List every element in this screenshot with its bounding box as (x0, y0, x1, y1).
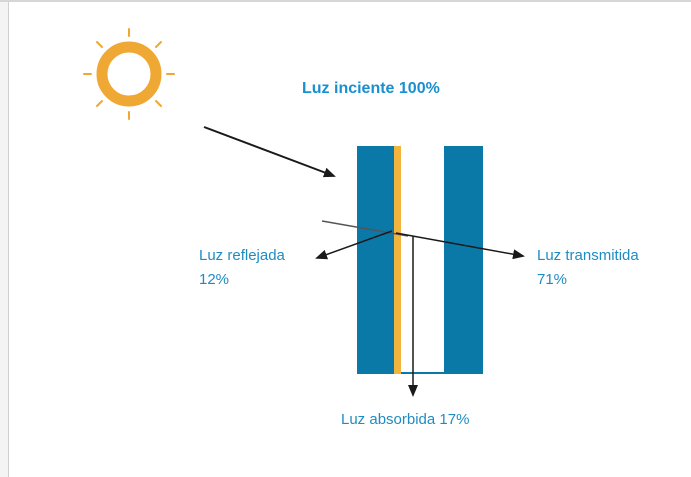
transmitted-light-percent: 71% (537, 271, 568, 288)
reflected-light-label: Luz reflejada (199, 247, 285, 264)
inner-glass-pane (444, 146, 483, 374)
top-divider (0, 0, 691, 2)
diagram-panel (9, 2, 691, 477)
reflected-light-percent: 12% (199, 271, 230, 288)
absorbed-path-outline (399, 372, 444, 374)
sun-icon (83, 28, 175, 120)
side-divider (8, 2, 9, 477)
transmitted-light-label: Luz transmitida (537, 247, 639, 264)
reflected-arrow (315, 230, 393, 260)
absorbed-light-label: Luz absorbida 17% (341, 411, 470, 428)
incident-light-label: Luz inciente 100% (302, 80, 440, 97)
outer-glass-pane (357, 146, 394, 374)
ray-through-glass (321, 220, 409, 237)
low-e-coating (394, 146, 401, 374)
transmitted-arrow (395, 232, 525, 260)
incident-arrow (203, 126, 336, 178)
